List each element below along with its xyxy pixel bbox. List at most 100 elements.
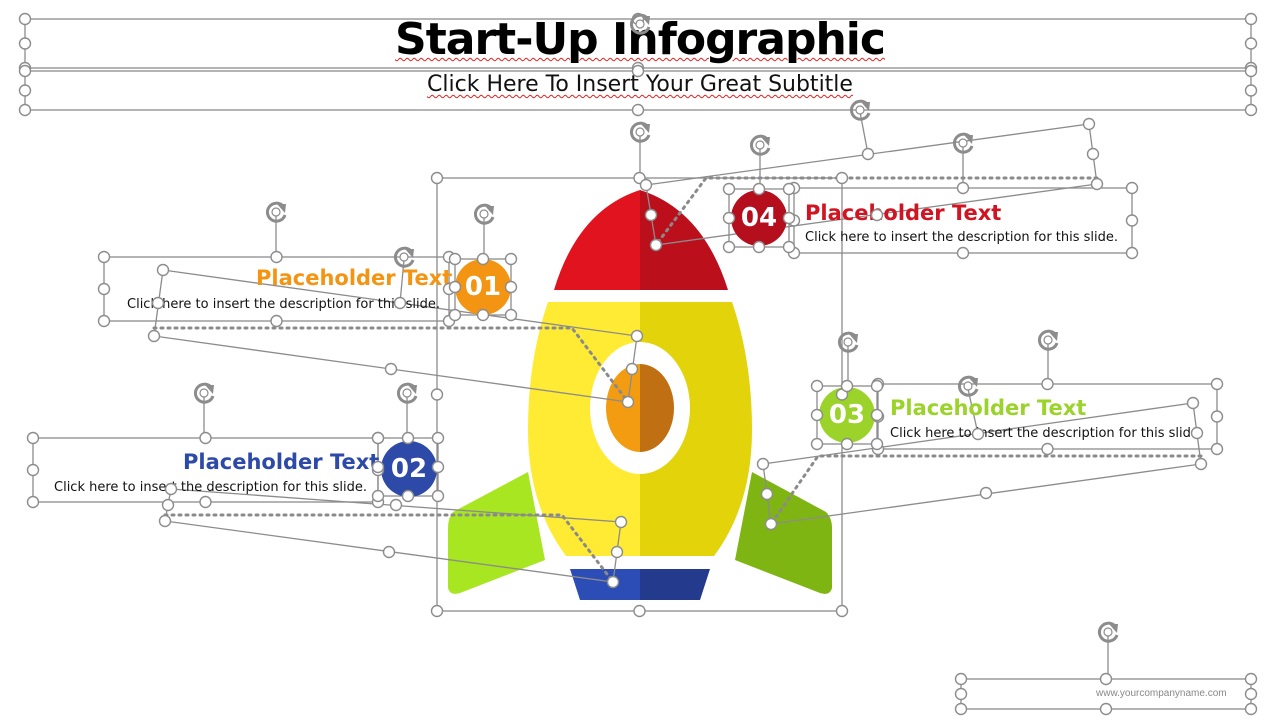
resize-handle[interactable] xyxy=(614,515,628,529)
rotate-icon[interactable] xyxy=(393,246,415,268)
resize-handle[interactable] xyxy=(18,103,32,117)
resize-handle[interactable] xyxy=(431,489,445,503)
resize-handle[interactable] xyxy=(621,395,635,409)
rotate-icon[interactable] xyxy=(957,375,979,397)
resize-handle[interactable] xyxy=(835,604,849,618)
resize-handle[interactable] xyxy=(971,427,985,441)
resize-handle[interactable] xyxy=(1244,37,1258,50)
resize-handle[interactable] xyxy=(625,362,639,376)
resize-handle[interactable] xyxy=(430,388,444,401)
footer-website[interactable]: www.yourcompanyname.com xyxy=(1096,688,1227,699)
resize-handle[interactable] xyxy=(610,545,624,559)
resize-handle[interactable] xyxy=(1244,64,1258,78)
resize-handle[interactable] xyxy=(782,182,796,196)
resize-handle[interactable] xyxy=(476,308,490,322)
resize-handle[interactable] xyxy=(26,463,40,477)
resize-handle[interactable] xyxy=(199,495,212,509)
resize-handle[interactable] xyxy=(722,240,736,254)
resize-handle[interactable] xyxy=(270,314,283,328)
resize-handle[interactable] xyxy=(448,308,462,322)
resize-handle[interactable] xyxy=(151,296,165,310)
resize-handle[interactable] xyxy=(782,211,796,225)
item-4-number-badge[interactable]: 04 xyxy=(731,190,787,246)
resize-handle[interactable] xyxy=(393,296,407,310)
resize-handle[interactable] xyxy=(18,64,32,78)
resize-handle[interactable] xyxy=(631,103,645,117)
resize-handle[interactable] xyxy=(401,431,415,445)
resize-handle[interactable] xyxy=(18,84,32,97)
resize-handle[interactable] xyxy=(371,489,385,503)
resize-handle[interactable] xyxy=(97,282,111,296)
item-1-number-badge[interactable]: 01 xyxy=(455,259,511,315)
resize-handle[interactable] xyxy=(1244,702,1258,716)
rotate-icon[interactable] xyxy=(473,203,495,225)
resize-handle[interactable] xyxy=(722,211,736,225)
resize-handle[interactable] xyxy=(630,329,644,343)
resize-handle[interactable] xyxy=(639,178,653,192)
resize-handle[interactable] xyxy=(97,250,111,264)
resize-handle[interactable] xyxy=(270,250,283,264)
resize-handle[interactable] xyxy=(840,379,854,393)
resize-handle[interactable] xyxy=(431,460,445,474)
resize-handle[interactable] xyxy=(1210,377,1224,391)
resize-handle[interactable] xyxy=(756,457,770,471)
resize-handle[interactable] xyxy=(644,208,658,222)
rotate-icon[interactable] xyxy=(265,201,287,223)
resize-handle[interactable] xyxy=(649,238,663,252)
resize-handle[interactable] xyxy=(1244,687,1258,701)
resize-handle[interactable] xyxy=(752,240,766,254)
resize-handle[interactable] xyxy=(1190,426,1204,440)
resize-handle[interactable] xyxy=(1244,103,1258,117)
resize-handle[interactable] xyxy=(504,280,518,294)
resize-handle[interactable] xyxy=(1210,442,1224,456)
resize-handle[interactable] xyxy=(430,171,444,185)
rotate-icon[interactable] xyxy=(193,382,215,404)
resize-handle[interactable] xyxy=(840,437,854,451)
resize-handle[interactable] xyxy=(504,308,518,322)
resize-handle[interactable] xyxy=(1099,702,1113,716)
resize-handle[interactable] xyxy=(26,495,40,509)
resize-handle[interactable] xyxy=(158,514,172,528)
item-1-heading[interactable]: Placeholder Text xyxy=(256,266,453,290)
rotate-icon[interactable] xyxy=(396,382,418,404)
resize-handle[interactable] xyxy=(1099,672,1113,686)
item-2-number-badge[interactable]: 02 xyxy=(381,441,437,497)
resize-handle[interactable] xyxy=(504,252,518,266)
resize-handle[interactable] xyxy=(979,486,993,500)
rotate-icon[interactable] xyxy=(837,331,859,353)
resize-handle[interactable] xyxy=(1082,117,1096,131)
resize-handle[interactable] xyxy=(870,208,884,222)
resize-handle[interactable] xyxy=(164,482,178,496)
resize-handle[interactable] xyxy=(389,498,403,512)
item-1-description[interactable]: Click here to insert the description for… xyxy=(127,297,441,312)
item-3-heading[interactable]: Placeholder Text xyxy=(890,396,1087,420)
resize-handle[interactable] xyxy=(810,379,824,393)
resize-handle[interactable] xyxy=(431,431,445,445)
resize-handle[interactable] xyxy=(1244,672,1258,686)
resize-handle[interactable] xyxy=(448,280,462,294)
resize-handle[interactable] xyxy=(1244,84,1258,97)
resize-handle[interactable] xyxy=(956,246,970,260)
resize-handle[interactable] xyxy=(954,702,968,716)
resize-handle[interactable] xyxy=(870,437,884,451)
resize-handle[interactable] xyxy=(147,329,161,343)
rotate-icon[interactable] xyxy=(749,134,771,156)
resize-handle[interactable] xyxy=(810,408,824,422)
resize-handle[interactable] xyxy=(371,431,385,445)
resize-handle[interactable] xyxy=(199,431,212,445)
resize-handle[interactable] xyxy=(1086,147,1100,161)
item-4-description[interactable]: Click here to insert the description for… xyxy=(805,230,1119,245)
resize-handle[interactable] xyxy=(430,604,444,618)
resize-handle[interactable] xyxy=(371,460,385,474)
resize-handle[interactable] xyxy=(633,604,646,618)
resize-handle[interactable] xyxy=(97,314,111,328)
rotate-icon[interactable] xyxy=(1037,329,1059,351)
resize-handle[interactable] xyxy=(954,672,968,686)
resize-handle[interactable] xyxy=(1244,12,1258,26)
resize-handle[interactable] xyxy=(861,147,875,161)
rotate-icon[interactable] xyxy=(952,132,974,154)
resize-handle[interactable] xyxy=(476,252,490,266)
resize-handle[interactable] xyxy=(1041,442,1054,456)
